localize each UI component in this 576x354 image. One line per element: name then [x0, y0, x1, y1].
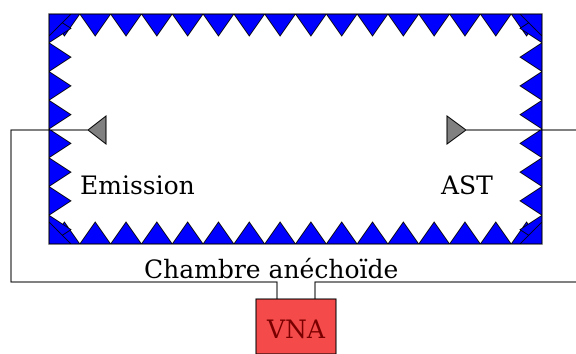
absorber-bottom: [79, 221, 112, 245]
chamber-label: Chambre anéchoïde: [144, 255, 398, 284]
emission-cable: [10, 129, 278, 299]
absorber-bottom: [294, 221, 328, 245]
absorber-top: [79, 13, 112, 37]
absorber-right: [519, 99, 543, 130]
absorber-right: [519, 128, 543, 159]
absorber-top: [171, 13, 204, 37]
absorber-top: [325, 13, 358, 37]
absorber-bottom: [140, 221, 174, 245]
absorber-top: [233, 13, 266, 37]
absorber-right: [519, 42, 543, 73]
absorber-top: [202, 13, 235, 37]
absorber-left: [48, 128, 72, 159]
absorber-left: [48, 42, 72, 73]
absorber-bottom: [387, 221, 420, 245]
absorber-top: [294, 13, 328, 37]
absorber-bottom: [479, 221, 512, 245]
absorber-bottom: [448, 221, 482, 245]
absorber-left: [48, 70, 72, 101]
emission-label: Emission: [80, 171, 195, 200]
absorber-top: [263, 13, 297, 37]
absorber-top: [140, 13, 174, 37]
emission-antenna-icon: [87, 114, 107, 146]
absorber-bottom: [263, 221, 297, 245]
absorber-bottom: [171, 221, 204, 245]
absorber-top: [109, 13, 143, 37]
chamber-wall: [48, 13, 543, 245]
absorber-top: [448, 13, 482, 37]
absorber-right: [519, 157, 543, 188]
absorber-top: [479, 13, 512, 37]
vna-return-cable: [314, 281, 576, 299]
absorber-bottom: [202, 221, 235, 245]
absorber-left: [48, 157, 72, 188]
absorber-bottom: [233, 221, 266, 245]
vna-box: [255, 298, 337, 354]
absorber-lining: [48, 13, 543, 245]
absorber-right: [519, 70, 543, 101]
vna-label: VNA: [266, 315, 326, 344]
ast-label: AST: [440, 171, 493, 200]
absorber-top: [417, 13, 451, 37]
absorber-top: [356, 13, 389, 37]
absorber-bottom: [325, 221, 358, 245]
absorber-bottom: [109, 221, 143, 245]
absorber-left: [48, 99, 72, 130]
ast-antenna-icon: [446, 115, 467, 145]
absorber-bottom: [356, 221, 389, 245]
absorber-right: [519, 185, 543, 216]
absorber-left: [48, 185, 72, 216]
absorber-top: [387, 13, 420, 37]
absorber-bottom: [417, 221, 451, 245]
